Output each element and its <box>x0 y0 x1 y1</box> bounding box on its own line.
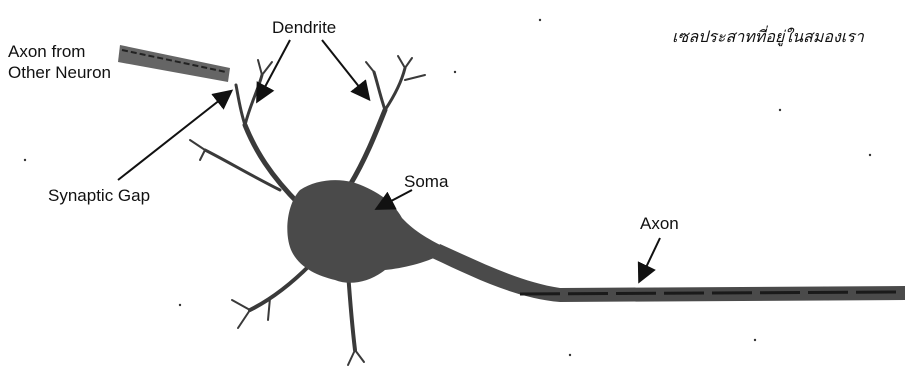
synaptic-gap-arrow <box>118 92 230 180</box>
diagram-title: เซลประสาทที่อยู่ในสมองเรา <box>672 25 865 47</box>
dendrite-label: Dendrite <box>272 18 336 37</box>
dendrite-arrow-right <box>322 40 368 98</box>
axon-label: Axon <box>640 214 679 233</box>
axon-arrow <box>640 238 660 280</box>
axon-from-label-line1: Axon from <box>8 42 85 61</box>
axon-body <box>432 244 905 302</box>
dendrite-arrow-left <box>258 40 290 100</box>
synaptic-gap-label: Synaptic Gap <box>48 186 150 205</box>
soma-label: Soma <box>404 172 449 191</box>
soma-body <box>287 180 450 283</box>
axon-from-label-line2: Other Neuron <box>8 63 111 82</box>
incoming-axon <box>118 45 230 82</box>
